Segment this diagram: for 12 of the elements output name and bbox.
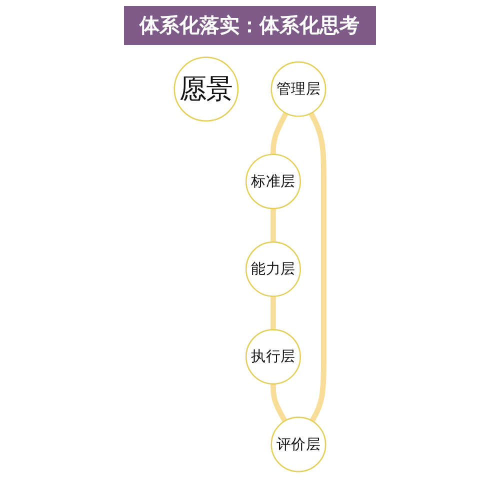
node-circle: 评价层 [270,416,326,472]
connector [270,111,288,154]
title-banner: 体系化落实：体系化思考 [124,6,376,45]
connector [270,208,276,242]
node-circle: 执行层 [244,328,301,384]
node-circle: 标准层 [244,153,301,209]
node-circle: 能力层 [244,240,301,296]
connector [270,296,276,330]
node-circle: 愿景 [173,56,238,122]
connector [308,111,326,422]
node-circle: 管理层 [270,60,326,116]
connector [270,383,287,422]
